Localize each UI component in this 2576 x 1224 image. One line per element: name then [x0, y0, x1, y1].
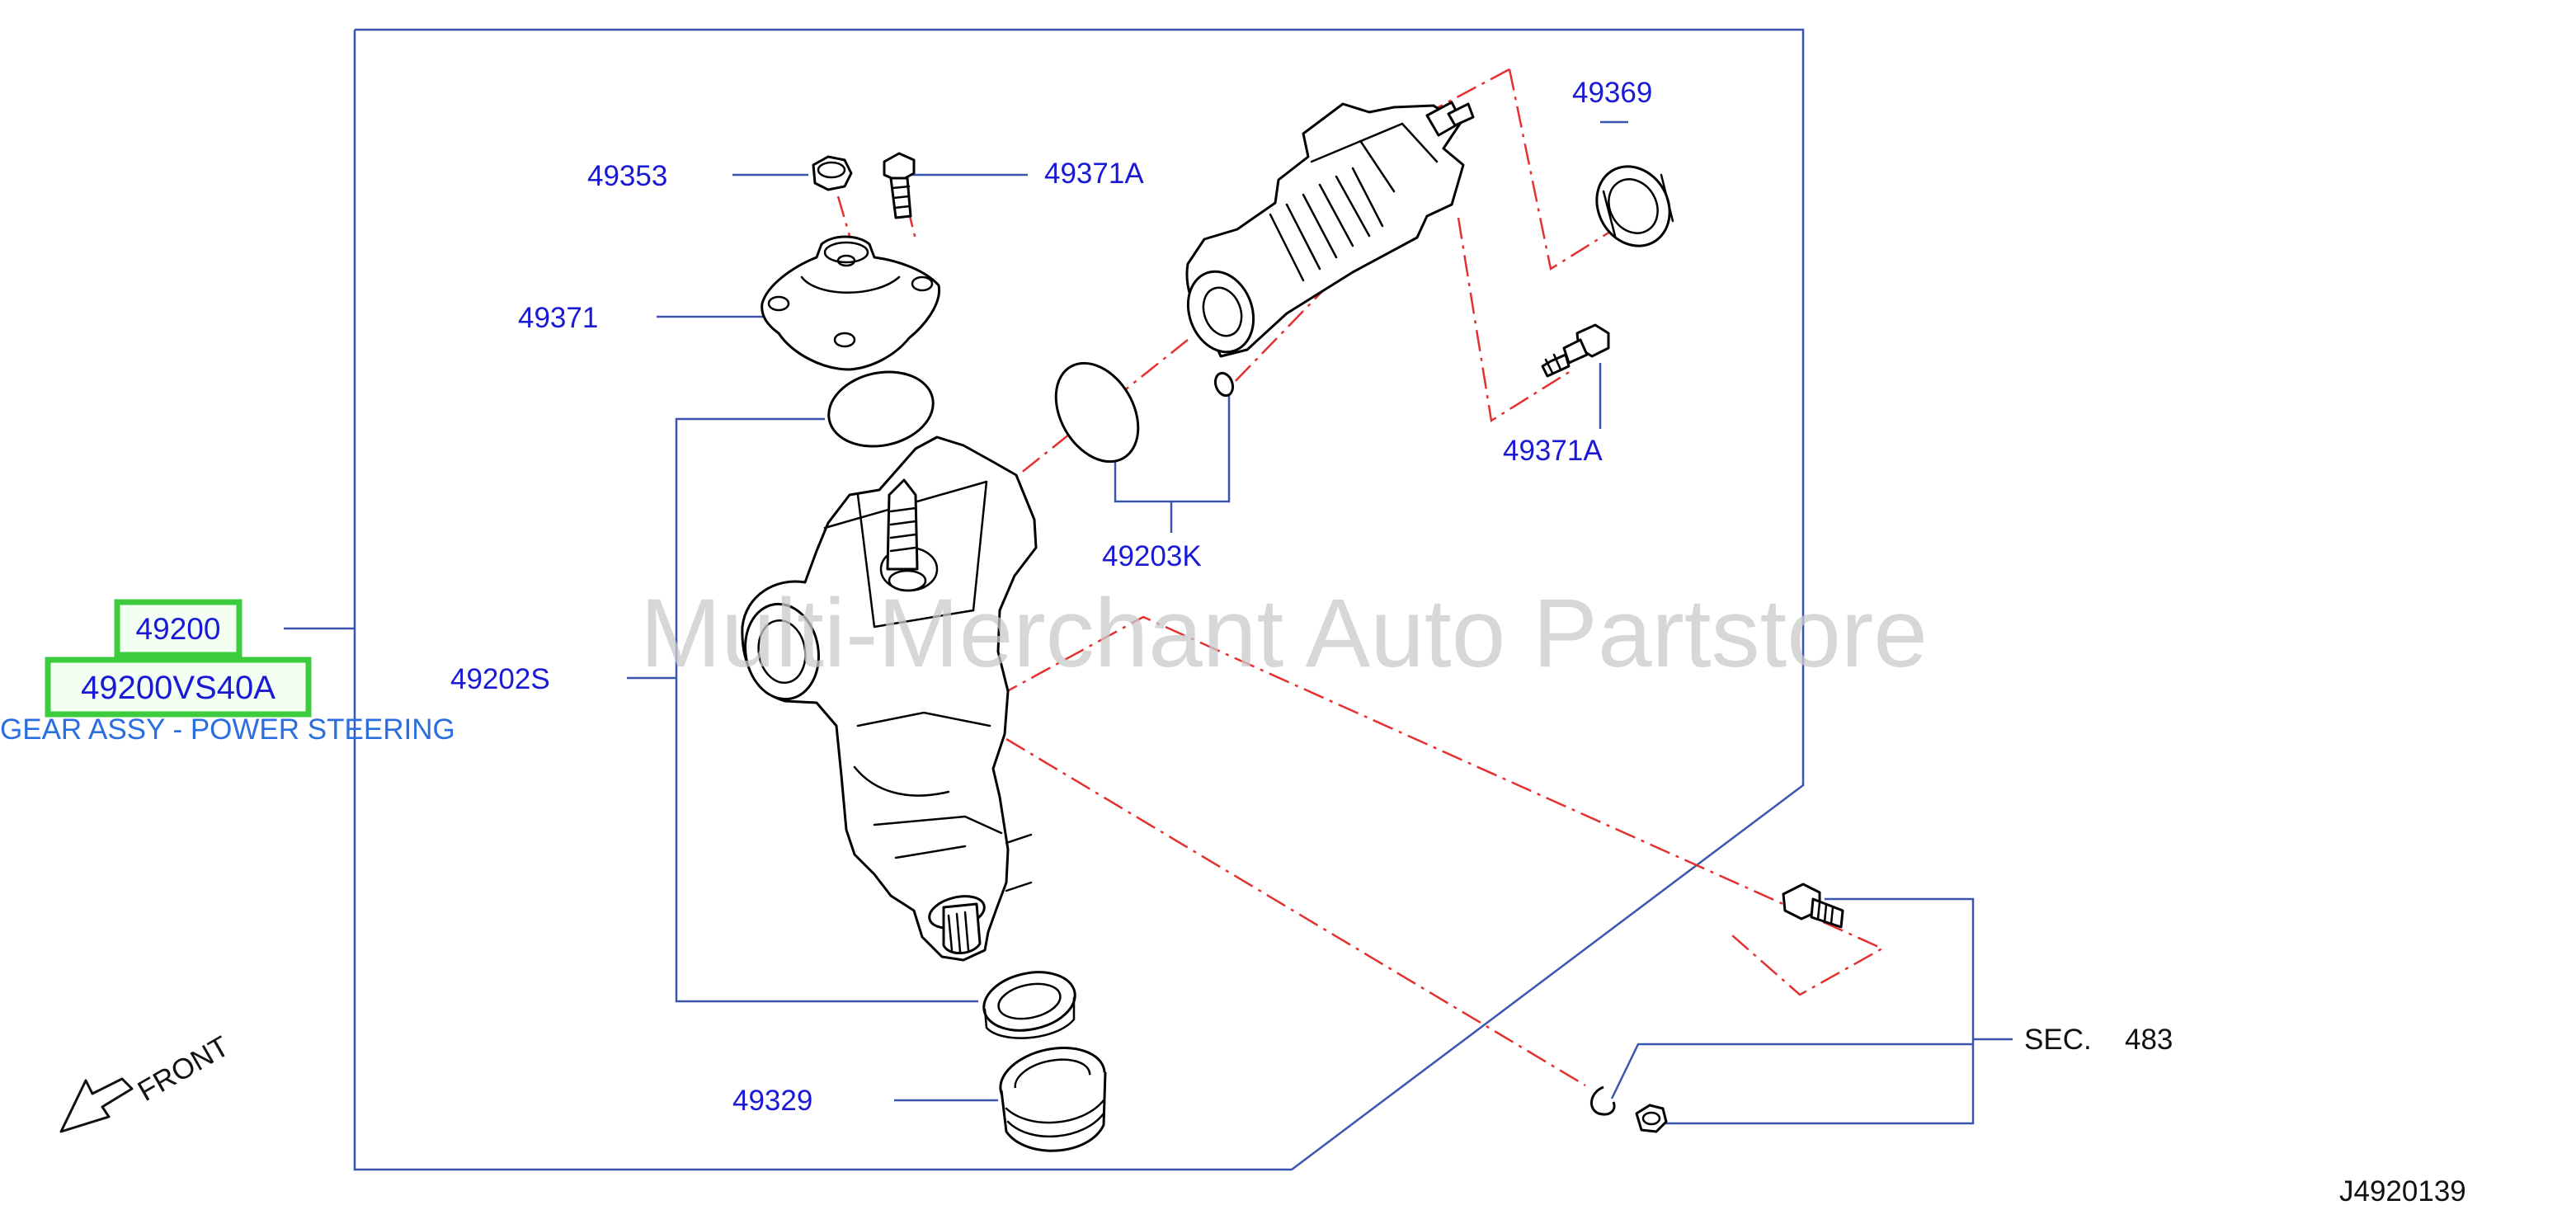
- callout-49371A-right[interactable]: 49371A: [1503, 435, 1603, 467]
- part-code-highlight: [45, 657, 312, 718]
- main-part-code[interactable]: 49200VS40A: [81, 670, 275, 706]
- part-number-highlight: [114, 599, 243, 658]
- phantom-line: [1015, 339, 1189, 478]
- watermark: Multi-Merchant Auto Partstore: [640, 579, 1928, 688]
- gear-housing-part: [741, 435, 1038, 962]
- nut-part: [1635, 1104, 1668, 1133]
- callout-49202S[interactable]: 49202S: [450, 663, 550, 695]
- callout-49369[interactable]: 49369: [1572, 77, 1652, 109]
- valve-assembly-part: [1185, 101, 1475, 358]
- assembly-frame: [353, 28, 1805, 1171]
- nut-49353-part: [812, 155, 853, 191]
- phantom-line: [1434, 68, 1510, 111]
- callout-49329[interactable]: 49329: [732, 1085, 812, 1117]
- bolt-49371A-right-part: [1541, 323, 1610, 378]
- seal-ring-part: [982, 971, 1076, 1039]
- main-part-number[interactable]: 49200: [136, 612, 221, 646]
- seal-49369-part: [1595, 165, 1674, 247]
- section-reference-label[interactable]: SEC.: [2024, 1024, 2092, 1056]
- clip-part: [1590, 1085, 1616, 1116]
- callout-49371[interactable]: 49371: [518, 302, 598, 334]
- main-part-description: GEAR ASSY - POWER STEERING: [0, 713, 455, 746]
- seal-49203K-small-part: [1213, 371, 1235, 398]
- flange-bolt-part: [1782, 883, 1844, 929]
- phantom-line: [836, 195, 851, 237]
- phantom-line: [1005, 737, 1586, 1087]
- callout-49353[interactable]: 49353: [587, 160, 667, 192]
- cover-49371-part: [761, 235, 941, 371]
- bolt-49371A-top-part: [883, 152, 916, 219]
- phantom-line: [1230, 283, 1330, 387]
- phantom-line: [1508, 68, 1618, 271]
- front-arrow-icon: [59, 1077, 134, 1133]
- dust-boot-49329-part: [999, 1047, 1107, 1152]
- front-label: FRONT: [133, 1030, 235, 1108]
- callout-49203K[interactable]: 49203K: [1102, 540, 1202, 572]
- seal-49203K-large-part: [1054, 361, 1140, 464]
- o-ring-part: [827, 370, 935, 448]
- diagram-id: J4920139: [2339, 1175, 2466, 1208]
- callout-49371A-top[interactable]: 49371A: [1044, 158, 1144, 190]
- leader-lines: [284, 120, 2013, 1125]
- phantom-line: [1457, 217, 1571, 423]
- section-reference-number[interactable]: 483: [2125, 1024, 2173, 1056]
